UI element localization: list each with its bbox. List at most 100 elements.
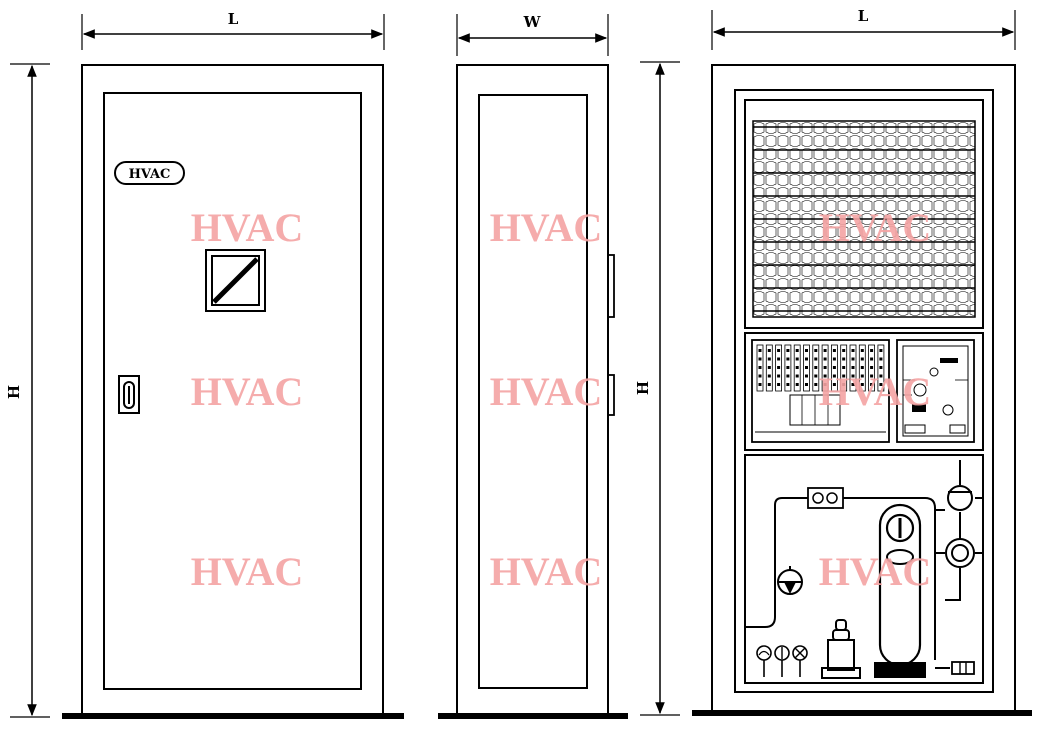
terminal-screw: [842, 366, 846, 369]
terminal-screw: [832, 383, 836, 386]
terminal-screw: [805, 349, 808, 352]
watermark: HVAC: [819, 205, 932, 250]
terminal-screw: [851, 349, 855, 352]
side-panel: [478, 94, 588, 689]
side-view: W H: [438, 13, 680, 719]
terminal-screw: [851, 357, 855, 361]
terminal-screw: [786, 366, 790, 369]
watermark: HVAC: [191, 369, 304, 414]
terminal-screw: [879, 374, 883, 378]
terminal-screw: [879, 357, 883, 361]
terminal-block: [849, 344, 857, 392]
terminal-screw: [795, 357, 799, 361]
terminal-screw: [823, 383, 827, 386]
door-handle: [118, 375, 140, 414]
terminal-screw: [777, 383, 781, 386]
terminal-screw: [870, 383, 874, 386]
terminal-screw: [823, 366, 827, 369]
terminal-screw: [814, 349, 818, 352]
side-hinge-top: [607, 254, 615, 318]
side-width-dimension: W: [456, 13, 609, 56]
rear-view: L: [692, 7, 1032, 716]
terminal-screw: [767, 374, 771, 378]
terminal-screw: [786, 349, 790, 352]
filter-drier: [807, 487, 844, 509]
terminal-screw: [805, 374, 808, 378]
terminal-block: [840, 344, 848, 392]
front-height-dimension: H: [5, 63, 50, 718]
watermark: HVAC: [819, 369, 932, 414]
controller-board: [896, 339, 975, 443]
terminal-screw: [832, 374, 836, 378]
terminal-screw: [777, 366, 781, 369]
viewing-window: [205, 249, 266, 312]
side-width-label: W: [523, 13, 542, 31]
terminal-block: [756, 344, 764, 392]
terminal-screw: [842, 374, 846, 378]
terminal-screw: [758, 383, 762, 386]
rear-length-dimension: L: [711, 7, 1016, 50]
terminal-screw: [870, 357, 874, 361]
terminal-block: [775, 344, 782, 392]
terminal-block: [784, 344, 792, 392]
terminal-screw: [832, 366, 836, 369]
terminal-screw: [832, 349, 836, 352]
terminal-screw: [814, 357, 818, 361]
terminal-screw: [860, 357, 864, 361]
terminal-screw: [851, 374, 855, 378]
rear-inner-frame: [734, 89, 994, 693]
terminal-screw: [851, 383, 855, 386]
terminal-screw: [795, 383, 799, 386]
compressor: [874, 503, 926, 678]
front-view: L H HVAC: [5, 10, 404, 719]
watermark: HVAC: [490, 205, 603, 250]
terminal-screw: [767, 357, 771, 361]
watermark: HVAC: [819, 549, 932, 594]
coil-compartment: [744, 99, 984, 329]
electrical-terminal-panel: [751, 339, 890, 443]
terminal-screw: [851, 366, 855, 369]
terminal-screw: [870, 366, 874, 369]
watermarks: HVAC HVAC HVAC HVAC HVAC HVAC HVAC HVAC …: [191, 205, 932, 594]
electrical-compartment: [744, 332, 984, 451]
hvac-badge: HVAC: [114, 161, 185, 185]
terminal-screw: [767, 383, 771, 386]
terminal-screw: [758, 357, 762, 361]
sight-glass: [945, 538, 975, 568]
terminal-block: [803, 344, 810, 392]
side-hinge-bottom: [607, 374, 615, 416]
front-length-dimension: L: [81, 10, 385, 50]
terminal-block: [831, 344, 838, 392]
terminal-screw: [814, 374, 818, 378]
receiver-tank: [821, 619, 861, 679]
terminal-screw: [795, 374, 799, 378]
terminal-screw: [805, 366, 808, 369]
terminal-screw: [879, 366, 883, 369]
service-valve: [951, 661, 975, 675]
terminal-block: [877, 344, 885, 392]
terminal-screw: [767, 366, 771, 369]
terminal-screw: [786, 374, 790, 378]
watermark: HVAC: [490, 549, 603, 594]
terminal-block: [858, 344, 866, 392]
terminal-screw: [860, 349, 864, 352]
rear-length-label: L: [858, 7, 869, 25]
terminal-screw: [823, 374, 827, 378]
badge-label: HVAC: [129, 167, 171, 182]
terminal-screw: [786, 357, 790, 361]
terminal-screw: [842, 383, 846, 386]
terminal-screw: [795, 366, 799, 369]
front-height-label: H: [5, 385, 23, 399]
side-height-dimension: H: [634, 61, 680, 716]
gauges: [756, 645, 808, 677]
terminal-screw: [842, 349, 846, 352]
terminal-screw: [814, 383, 818, 386]
terminal-screw: [860, 366, 864, 369]
terminal-block: [821, 344, 829, 392]
terminal-block: [765, 344, 773, 392]
terminal-screw: [832, 357, 836, 361]
side-height-label: H: [634, 381, 652, 395]
terminal-screw: [823, 349, 827, 352]
terminal-screw: [860, 374, 864, 378]
